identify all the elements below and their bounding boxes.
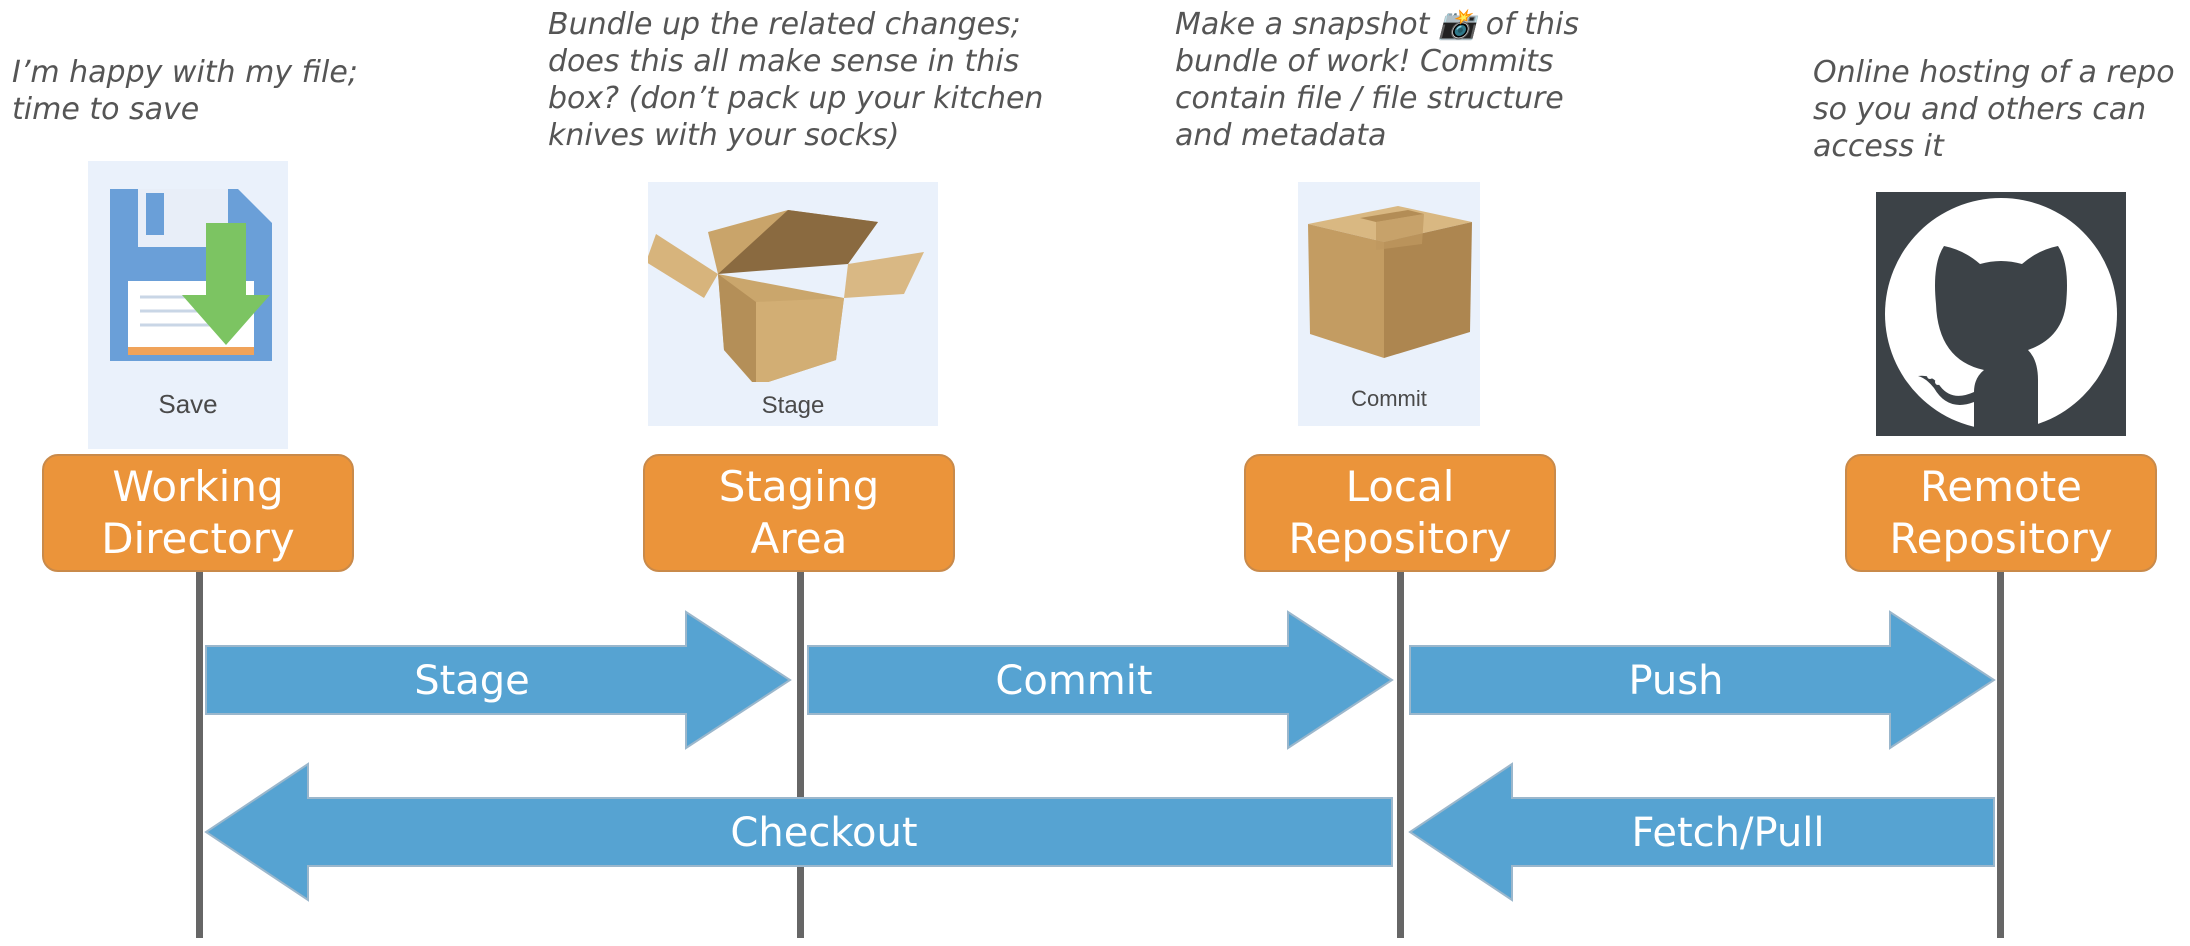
open-box-icon <box>648 210 924 382</box>
checkout-arrow-label: Checkout <box>730 810 917 856</box>
stage-caption: Stage <box>761 392 825 419</box>
fetch-pull-arrow-label: Fetch/Pull <box>1632 810 1825 856</box>
local-repository-label: Local Repository <box>1288 462 1512 563</box>
push-arrow <box>1409 610 1996 750</box>
commit-caption: Commit <box>1351 386 1427 411</box>
local-repository-lane <box>1397 572 1404 938</box>
save-icon-card: Save <box>88 161 288 449</box>
remote-repository-label: Remote Repository <box>1889 462 2113 563</box>
working-directory-lane <box>196 572 203 938</box>
local-repository-description: Make a snapshot 📸 of this bundle of work… <box>1175 7 1580 153</box>
commit-arrow <box>807 610 1394 750</box>
working-directory-box: Working Directory <box>42 454 354 572</box>
staging-area-description: Bundle up the related changes; does this… <box>548 7 1044 153</box>
stage-arrow <box>205 610 792 750</box>
staging-area-label: Staging Area <box>718 462 880 563</box>
closed-box-icon <box>1308 206 1472 358</box>
save-caption: Save <box>158 389 218 419</box>
working-directory-label: Working Directory <box>101 462 295 563</box>
floppy-disk-save-icon <box>110 189 272 361</box>
github-octocat-icon <box>1876 192 2126 436</box>
staging-area-lane <box>797 572 804 938</box>
stage-icon-card: Stage <box>648 182 938 426</box>
checkout-arrow <box>204 762 1393 902</box>
fetch-pull-arrow <box>1408 762 1995 902</box>
staging-area-box: Staging Area <box>643 454 955 572</box>
local-repository-box: Local Repository <box>1244 454 1556 572</box>
commit-arrow-label: Commit <box>995 658 1152 704</box>
stage-arrow-label: Stage <box>414 658 530 704</box>
commit-icon-card: Commit <box>1298 182 1480 426</box>
push-arrow-label: Push <box>1629 658 1724 704</box>
remote-repository-lane <box>1997 572 2004 938</box>
working-directory-description: I’m happy with my file; time to save <box>12 55 358 127</box>
remote-repository-box: Remote Repository <box>1845 454 2157 572</box>
remote-repository-description: Online hosting of a repo so you and othe… <box>1813 55 2175 164</box>
